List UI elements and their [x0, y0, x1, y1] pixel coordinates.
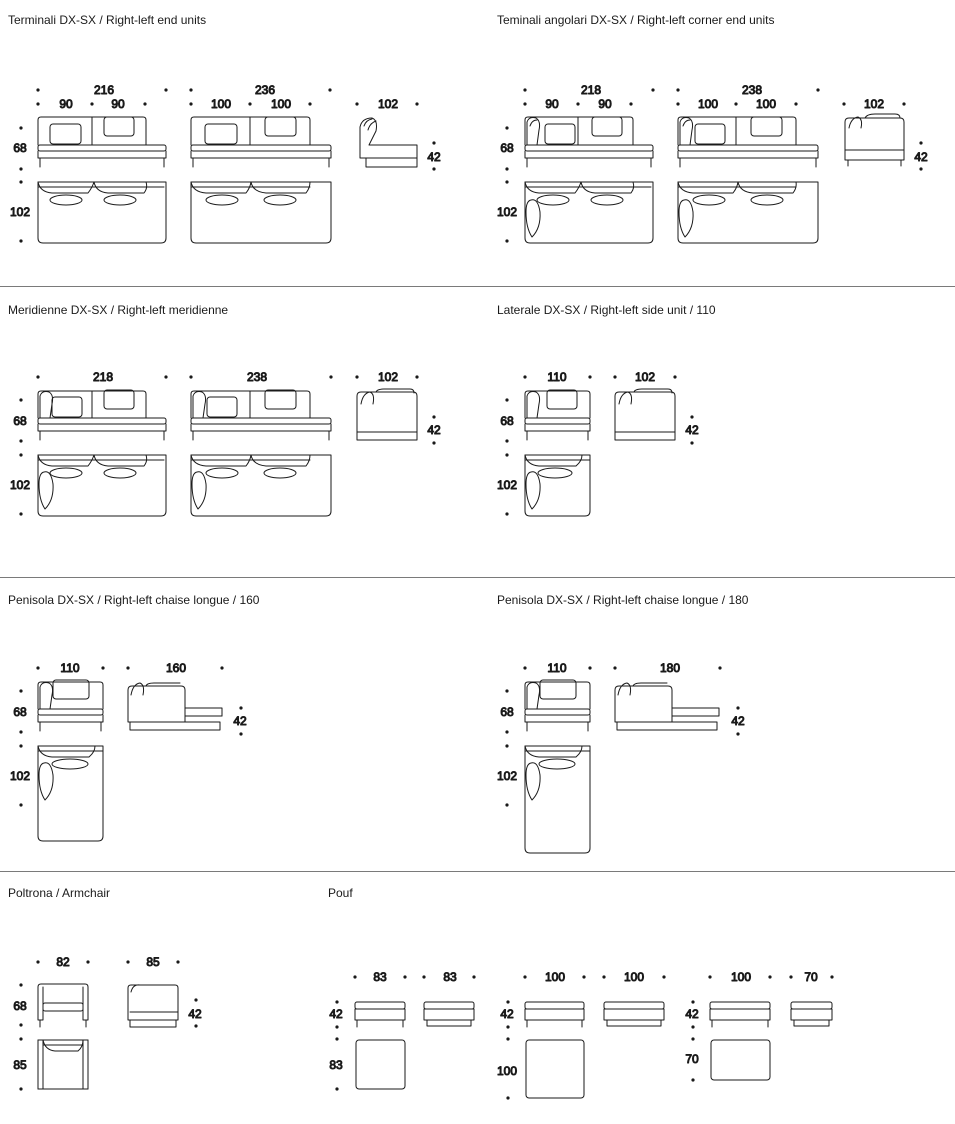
dim-depth-side: 102 — [864, 97, 884, 111]
dim-depth-102: 102 — [10, 205, 30, 219]
dim-seat-90: 90 — [545, 97, 559, 111]
section-divider — [0, 871, 955, 872]
dim-pouf-height-42: 42 — [500, 1007, 514, 1021]
dim-depth-102: 102 — [497, 478, 517, 492]
dim-width-236: 236 — [255, 83, 275, 97]
section-title-terminali: Terminali DX-SX / Right-left end units — [8, 13, 207, 27]
dim-pouf-83: 83 — [373, 970, 387, 984]
dim-depth-side: 102 — [635, 370, 655, 384]
dim-seat-height-42: 42 — [188, 1007, 202, 1021]
dim-seat-90: 90 — [598, 97, 612, 111]
dim-width-238: 238 — [742, 83, 762, 97]
meridienne-drawings — [19, 375, 436, 517]
dim-seat-100: 100 — [271, 97, 291, 111]
dim-seat-height-42: 42 — [914, 150, 928, 164]
dim-pouf-83: 83 — [443, 970, 457, 984]
poltrona-drawings — [19, 960, 198, 1091]
dim-seat-90: 90 — [59, 97, 73, 111]
laterale-drawings — [505, 375, 694, 517]
section-title-penisola-160: Penisola DX-SX / Right-left chaise longu… — [8, 593, 260, 607]
dim-pouf-100: 100 — [624, 970, 644, 984]
dim-seat-height-42: 42 — [233, 714, 247, 728]
dim-seat-100: 100 — [756, 97, 776, 111]
section-divider — [0, 577, 955, 578]
dim-width-110: 110 — [547, 661, 566, 675]
angolari-drawings — [505, 88, 923, 244]
dim-height-68: 68 — [13, 414, 27, 428]
section-title-angolari: Teminali angolari DX-SX / Right-left cor… — [497, 13, 775, 27]
section-divider — [0, 286, 955, 287]
dim-length-180: 180 — [660, 661, 680, 675]
penisola-160-drawings — [19, 666, 243, 842]
pouf-drawings — [335, 975, 834, 1100]
dim-length-160: 160 — [166, 661, 186, 675]
dim-width-82: 82 — [56, 955, 70, 969]
terminali-drawings — [19, 88, 436, 244]
dim-height-68: 68 — [500, 141, 514, 155]
dim-depth-102: 102 — [497, 205, 517, 219]
dim-height-68: 68 — [500, 414, 514, 428]
dim-width-216: 216 — [94, 83, 114, 97]
dim-seat-100: 100 — [211, 97, 231, 111]
dim-pouf-depth-70: 70 — [685, 1052, 699, 1066]
dim-width-238: 238 — [247, 370, 267, 384]
dim-width-110: 110 — [60, 661, 79, 675]
dim-pouf-70: 70 — [804, 970, 818, 984]
section-title-meridienne: Meridienne DX-SX / Right-left meridienne — [8, 303, 229, 317]
dim-seat-height-42: 42 — [731, 714, 745, 728]
dim-seat-height-42: 42 — [685, 423, 699, 437]
dim-pouf-height-42: 42 — [329, 1007, 343, 1021]
dim-pouf-100: 100 — [545, 970, 565, 984]
dim-seat-90: 90 — [111, 97, 125, 111]
dim-width-218: 218 — [581, 83, 601, 97]
section-title-laterale: Laterale DX-SX / Right-left side unit / … — [497, 303, 716, 317]
section-title-poltrona: Poltrona / Armchair — [8, 886, 111, 900]
dim-depth-85: 85 — [146, 955, 160, 969]
dim-depth-102: 102 — [10, 478, 30, 492]
dim-pouf-height-42: 42 — [685, 1007, 699, 1021]
dim-width-110: 110 — [547, 370, 566, 384]
dim-height-68: 68 — [13, 705, 27, 719]
dim-height-68: 68 — [13, 999, 27, 1013]
dim-width-218: 218 — [93, 370, 113, 384]
dim-pouf-depth-83: 83 — [329, 1058, 343, 1072]
penisola-180-drawings — [505, 666, 740, 854]
dim-seat-height-42: 42 — [427, 150, 441, 164]
dim-height-68: 68 — [500, 705, 514, 719]
dim-depth-102: 102 — [10, 769, 30, 783]
dim-pouf-100: 100 — [731, 970, 751, 984]
dim-depth-102: 102 — [497, 769, 517, 783]
dim-depth-85: 85 — [13, 1058, 27, 1072]
dim-depth-side: 102 — [378, 370, 398, 384]
section-title-pouf: Pouf — [328, 886, 353, 900]
dim-depth-side: 102 — [378, 97, 398, 111]
section-title-penisola-180: Penisola DX-SX / Right-left chaise longu… — [497, 593, 749, 607]
dim-pouf-depth-100: 100 — [497, 1064, 517, 1078]
dim-height-68: 68 — [13, 141, 27, 155]
dim-seat-100: 100 — [698, 97, 718, 111]
dim-seat-height-42: 42 — [427, 423, 441, 437]
